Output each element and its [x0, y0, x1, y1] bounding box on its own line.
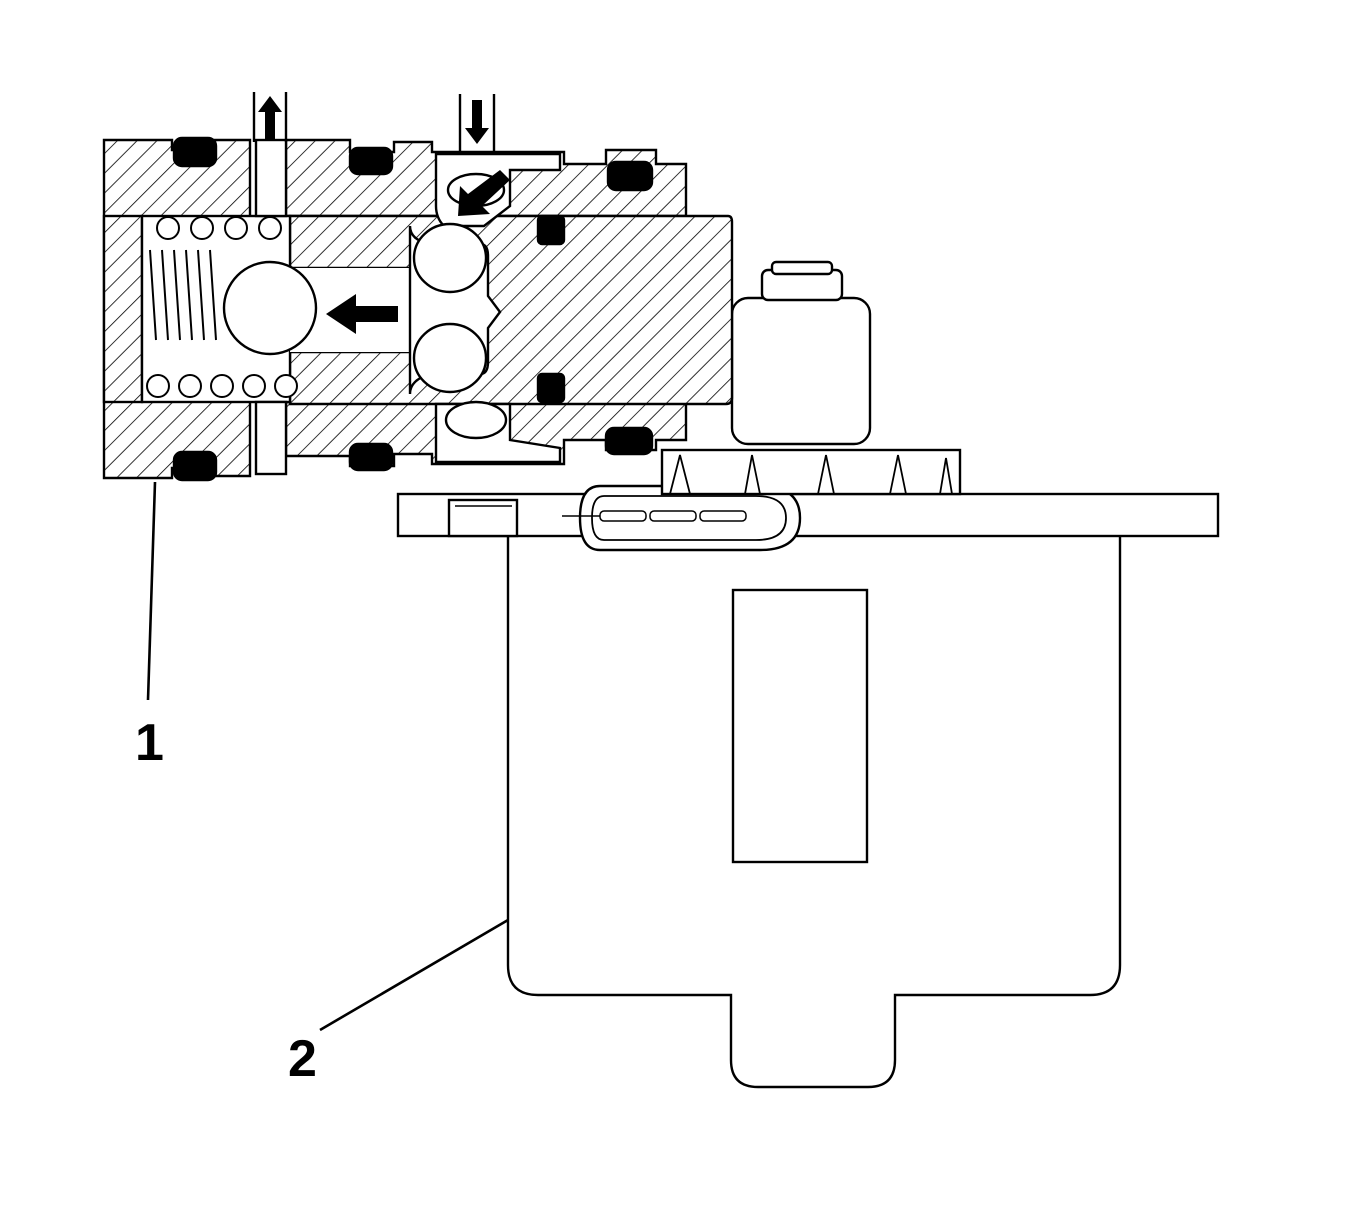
pump-flange [396, 492, 1220, 538]
electrical-connector [562, 484, 802, 552]
arrow-up-icon [252, 92, 288, 142]
arrow-diagonal-icon [458, 170, 510, 216]
solenoid [730, 260, 872, 446]
pump-body [396, 260, 1220, 1089]
valve-assembly [102, 136, 734, 482]
arrow-down-icon [458, 94, 496, 152]
callout-2-label: 2 [288, 1030, 317, 1088]
callout-2-leader [319, 918, 509, 1032]
callout-1-leader [146, 481, 157, 701]
pump-label-window [731, 588, 869, 864]
check-ball [222, 260, 318, 356]
callout-1-label: 1 [135, 714, 164, 772]
o-ring-seals [172, 136, 654, 482]
spring [146, 216, 298, 398]
ribbed-ring [660, 448, 962, 496]
arrow-left-icon [326, 294, 398, 334]
